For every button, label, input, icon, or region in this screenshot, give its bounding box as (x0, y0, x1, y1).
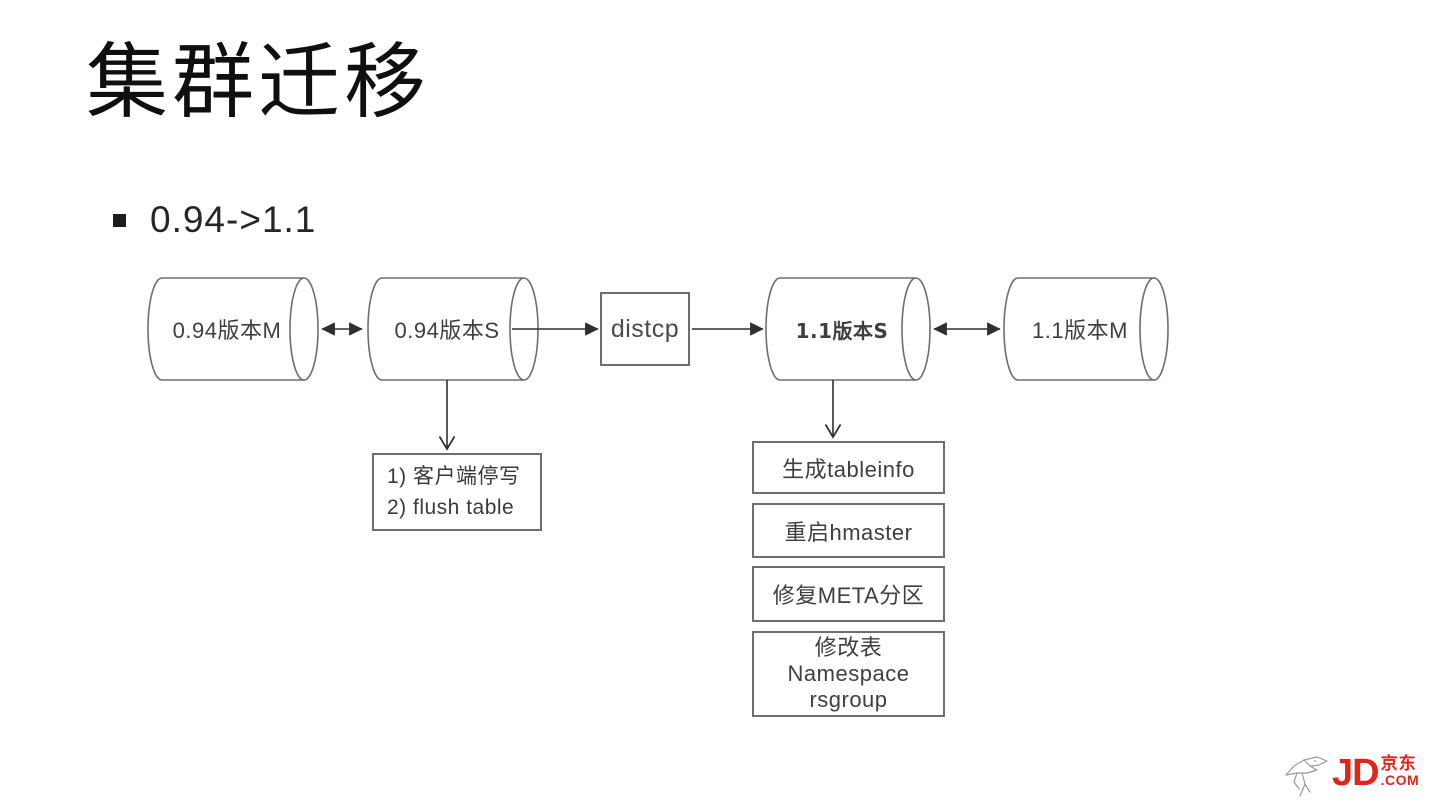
cylinder-label-094-master: 0.94版本M (172, 318, 282, 343)
jd-mascot-sketch-icon (1285, 756, 1328, 797)
cylinder-label-11-master: 1.1版本M (1032, 318, 1128, 343)
step-box-restart-hmaster: 重启hmaster (752, 503, 945, 558)
cylinder-11-slave-shape (765, 277, 931, 381)
jd-logo-com: .COM (1380, 772, 1420, 788)
cylinder-label-11-slave: 1.1版本S (795, 318, 889, 343)
jd-logo: JD 京东 .COM (1283, 752, 1419, 802)
step-box-repair-meta: 修复META分区 (752, 566, 945, 622)
note-line-2: 2) flush table (387, 496, 515, 519)
jd-logo-stack: 京东 .COM (1381, 755, 1420, 788)
client-stop-write-text: 1) 客户端停写 2) flush table (374, 461, 521, 523)
distcp-box: distcp (600, 292, 690, 366)
modify-line-3: rsgroup (809, 687, 888, 712)
client-stop-write-box: 1) 客户端停写 2) flush table (372, 453, 542, 531)
cylinder-label-094-slave: 0.94版本S (394, 318, 500, 343)
jd-logo-text: JD (1332, 752, 1380, 794)
bullet-square-icon (113, 213, 126, 227)
modify-table-text: 修改表 Namespace rsgroup (788, 635, 910, 713)
bullet-item: 0.94->1.1 (113, 196, 316, 244)
note-line-1: 1) 客户端停写 (387, 465, 521, 488)
cylinder-094-master-shape (147, 277, 319, 381)
step-box-modify-table: 修改表 Namespace rsgroup (752, 631, 945, 717)
step-box-generate-tableinfo: 生成tableinfo (752, 441, 945, 494)
cylinder-11-master-shape (1003, 277, 1169, 381)
modify-line-2: Namespace (787, 661, 910, 686)
modify-line-1: 修改表 (814, 635, 883, 660)
slide-title: 集群迁移 (86, 37, 431, 128)
jd-logo-chinese: 京东 (1380, 754, 1417, 773)
bullet-text: 0.94->1.1 (150, 199, 317, 240)
